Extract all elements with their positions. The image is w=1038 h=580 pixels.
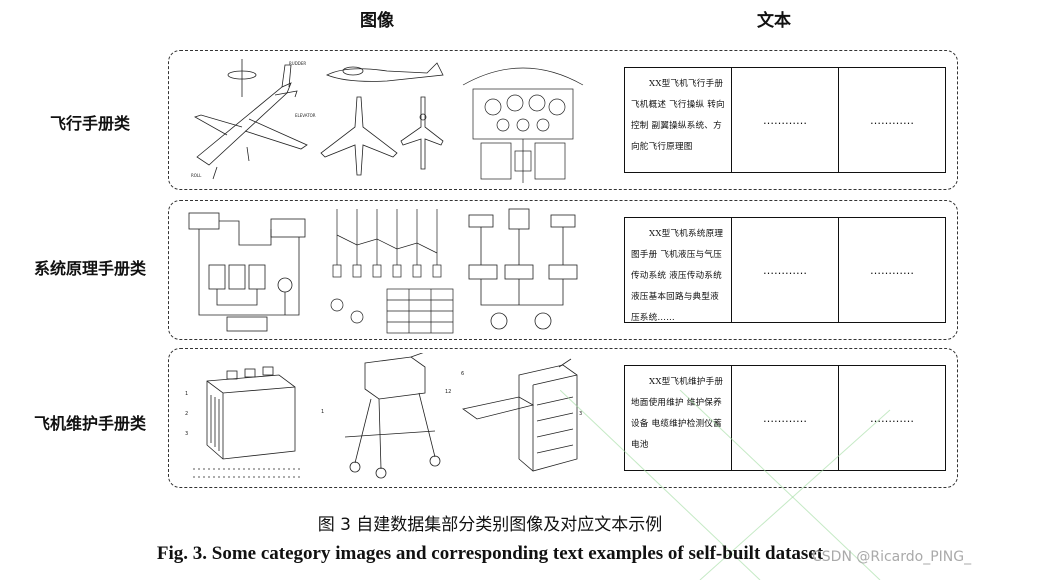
- svg-text:ROLL: ROLL: [191, 173, 202, 178]
- row-ellipsis-cell: …………: [731, 217, 839, 323]
- hydraulic-schematic-image: [179, 205, 317, 337]
- category-label-system-principle-manual: 系统原理手册类: [33, 259, 146, 278]
- category-label-maintenance-manual: 飞机维护手册类: [33, 414, 146, 433]
- service-cart-image: 1 12: [315, 353, 459, 485]
- svg-text:12: 12: [445, 389, 451, 395]
- svg-text:RUDDER: RUDDER: [289, 61, 306, 66]
- aircraft-three-view-image: [317, 57, 459, 185]
- row-panel-system-principle-manual: XX型飞机系统原理图手册 飞机液压与气压传动系统 液压传动系统液压基本回路与典型…: [168, 200, 958, 340]
- cockpit-panel-image: [459, 55, 587, 187]
- figure-caption-english: Fig. 3. Some category images and corresp…: [156, 543, 824, 564]
- svg-text:6: 6: [461, 371, 464, 377]
- row-ellipsis-cell: …………: [838, 217, 946, 323]
- watermark-text: CSDN @Ricardo_PING_: [812, 549, 972, 565]
- svg-text:1: 1: [185, 391, 188, 397]
- row-description-cell: XX型飞机维护手册 地面使用维护 维护保养设备 电缆维护检测仪蓄电池: [624, 365, 732, 471]
- svg-text:3: 3: [579, 411, 582, 417]
- watermark-lines: [560, 390, 891, 580]
- category-label-flight-manual: 飞行手册类: [49, 114, 130, 133]
- row-ellipsis-cell: …………: [838, 67, 946, 173]
- svg-text:2: 2: [185, 411, 188, 417]
- svg-text:3: 3: [185, 431, 188, 437]
- row-panel-flight-manual: RUDDER ELEVATOR ROLL XX型飞机飞行手册飞机概述 飞行操纵 …: [168, 50, 958, 190]
- airplane-diagram-image: RUDDER ELEVATOR ROLL: [187, 57, 317, 185]
- battery-cutaway-image: 1 2 3: [183, 355, 315, 483]
- hydraulic-circuit-image: [459, 205, 587, 337]
- figure-caption-chinese: 图 3 自建数据集部分类别图像及对应文本示例: [317, 515, 663, 535]
- row-ellipsis-cell: …………: [731, 365, 839, 471]
- svg-text:ELEVATOR: ELEVATOR: [295, 113, 316, 118]
- row-ellipsis-cell: …………: [731, 67, 839, 173]
- images-column-header: 图像: [360, 11, 394, 31]
- text-column-header: 文本: [757, 11, 791, 31]
- svg-text:1: 1: [321, 409, 324, 415]
- row-description-cell: XX型飞机飞行手册飞机概述 飞行操纵 转向控制 副翼操纵系统、方向舵飞行原理图: [624, 67, 732, 173]
- wiring-diagram-image: [317, 205, 459, 337]
- row-ellipsis-cell: …………: [838, 365, 946, 471]
- row-description-cell: XX型飞机系统原理图手册 飞机液压与气压传动系统 液压传动系统液压基本回路与典型…: [624, 217, 732, 323]
